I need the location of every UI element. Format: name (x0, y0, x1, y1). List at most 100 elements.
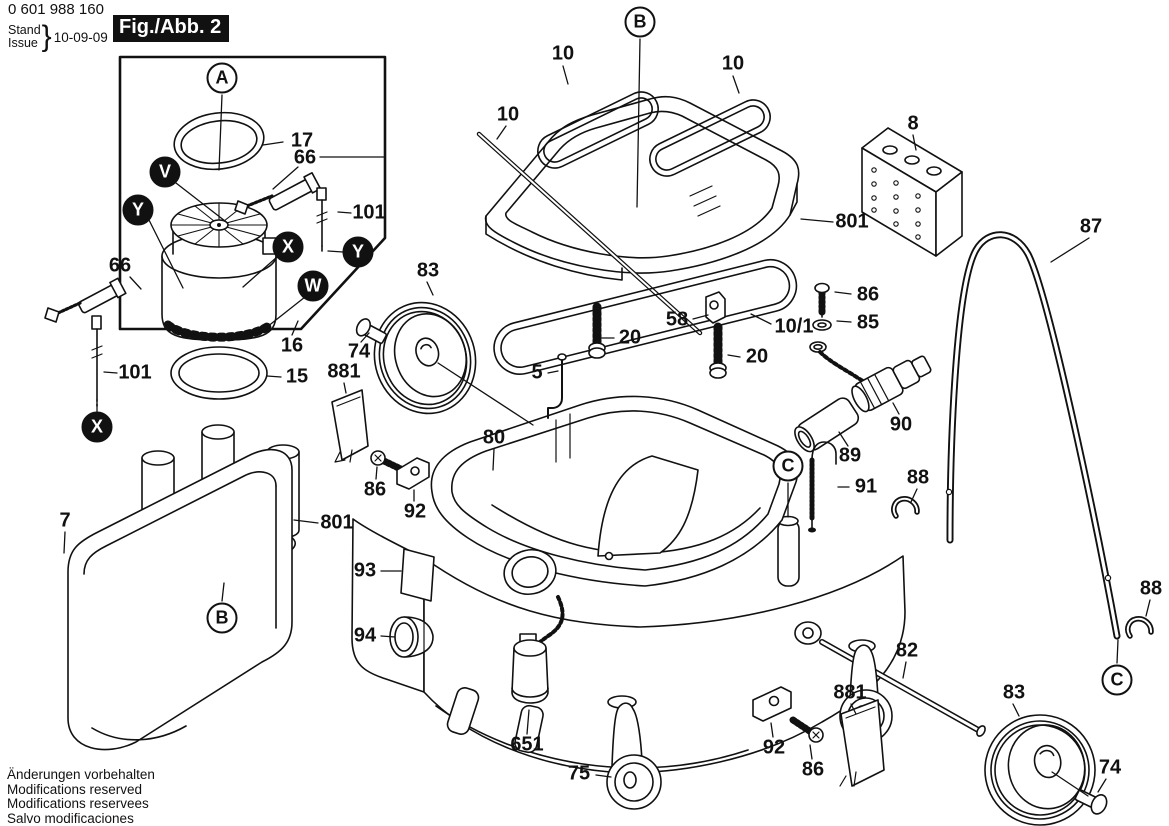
part-label-82: 82 (895, 639, 919, 662)
part-label-10-1: 10/1 (774, 315, 814, 338)
brace-glyph: } (41, 20, 52, 53)
part-label-17: 17 (290, 129, 314, 152)
part-label-83-upper: 83 (416, 259, 440, 282)
issue-date-value: 10-09-09 (53, 29, 108, 45)
issue-label: Issue (8, 36, 38, 50)
flap-881-upper (331, 389, 369, 463)
tank-80 (351, 395, 906, 774)
part-label-74-upper: 74 (347, 340, 371, 363)
part-label-87: 87 (1079, 215, 1103, 238)
part-label-801-left: 801 (320, 511, 354, 534)
part-label-85: 85 (856, 311, 880, 334)
part-label-80: 80 (482, 426, 506, 449)
part-label-86-lower: 86 (801, 758, 825, 781)
part-label-881-lower: 881 (833, 681, 867, 704)
spring-rod-101-left (91, 315, 103, 407)
callout-circle-B-top: B (624, 6, 656, 38)
issue-date: Stand Issue } 10-09-09 (8, 20, 108, 54)
clamp-88-upper (891, 496, 920, 519)
carbon-brush-66-left (44, 277, 127, 323)
callout-circle-B-bottom: B (206, 602, 238, 634)
axle-82 (794, 621, 986, 737)
drain-plug-90 (809, 341, 932, 413)
figure-label: Fig./Abb. 2 (113, 15, 230, 42)
footer-line-fr: Modifications reservees (7, 796, 149, 811)
ring-94 (389, 616, 434, 658)
float-rod-5 (547, 353, 567, 419)
part-label-89: 89 (838, 444, 862, 467)
callout-circle-Y-left: Y (122, 194, 154, 226)
rod-10 (476, 131, 703, 336)
part-label-83-lower: 83 (1002, 681, 1026, 704)
handle-87 (945, 231, 1121, 640)
callout-circle-X-bottom: X (81, 411, 113, 443)
motor-16 (161, 202, 277, 342)
callout-circle-X-top: X (272, 231, 304, 263)
part-label-86-right: 86 (856, 283, 880, 306)
flap-881-lower (839, 699, 885, 787)
part-label-75: 75 (567, 762, 591, 785)
part-label-92-mid: 92 (403, 500, 427, 523)
part-label-10-c: 10 (496, 103, 520, 126)
screw-86-lower (789, 716, 824, 743)
part-label-58: 58 (665, 308, 689, 331)
part-label-8: 8 (907, 112, 919, 135)
part-label-93: 93 (353, 559, 377, 582)
gasket-10-right (649, 99, 771, 177)
part-label-66-top: 66 (293, 146, 317, 169)
ring-15 (170, 346, 268, 400)
part-label-88-lower: 88 (1139, 577, 1163, 600)
cover-7 (67, 448, 293, 751)
bracket-92-mid (396, 457, 430, 490)
clip-58 (705, 291, 726, 324)
cap-651 (511, 595, 565, 704)
catalog-number: 0 601 988 160 (8, 1, 104, 18)
footer-line-de: Änderungen vorbehalten (7, 767, 155, 782)
tube-89 (794, 397, 860, 453)
lid-801 (484, 95, 800, 281)
footer-notes: Änderungen vorbehalten Modifications res… (7, 767, 155, 826)
hook-91 (808, 441, 837, 533)
part-label-5: 5 (531, 361, 543, 384)
part-label-90: 90 (889, 413, 913, 436)
callout-circle-C-right: C (1101, 664, 1133, 696)
wheel-83-upper (373, 301, 477, 415)
part-label-91: 91 (854, 475, 878, 498)
bolt-74-lower (1074, 789, 1108, 815)
washer-85 (812, 319, 832, 331)
wheel-83-lower (984, 714, 1096, 826)
part-label-94: 94 (353, 624, 377, 647)
callout-circle-W: W (297, 270, 329, 302)
screw-20-right (709, 322, 727, 379)
callout-circle-A: A (206, 62, 238, 94)
ring-17 (173, 111, 265, 171)
gasket-10-1 (493, 258, 798, 375)
part-label-92-lower: 92 (762, 736, 786, 759)
part-label-20-left: 20 (618, 326, 642, 349)
carbon-brush-66-right (234, 171, 322, 215)
spring-rod-101-right (316, 187, 328, 252)
screw-20-left (588, 302, 606, 359)
callout-circle-V: V (149, 156, 181, 188)
footer-line-es: Salvo modificaciones (7, 810, 134, 826)
bolt-74-upper (355, 318, 388, 345)
part-label-801-right: 801 (835, 210, 869, 233)
leader-lines (63, 38, 1151, 797)
part-label-651: 651 (510, 733, 544, 756)
filter-block-8 (861, 127, 963, 257)
callout-circle-Y-right: Y (342, 236, 374, 268)
part-label-15: 15 (285, 365, 309, 388)
part-label-88-upper: 88 (906, 466, 930, 489)
callout-circle-C-left: C (772, 450, 804, 482)
clamp-88-lower (1125, 616, 1154, 639)
part-label-101-right: 101 (352, 201, 386, 224)
sticker-93 (400, 548, 435, 602)
gasket-10-left (537, 91, 659, 169)
part-label-20-right: 20 (745, 345, 769, 368)
part-label-10-b: 10 (721, 52, 745, 75)
part-label-16: 16 (280, 334, 304, 357)
part-label-7: 7 (59, 509, 71, 532)
part-label-10-a: 10 (551, 42, 575, 65)
part-label-74-lower: 74 (1098, 756, 1122, 779)
